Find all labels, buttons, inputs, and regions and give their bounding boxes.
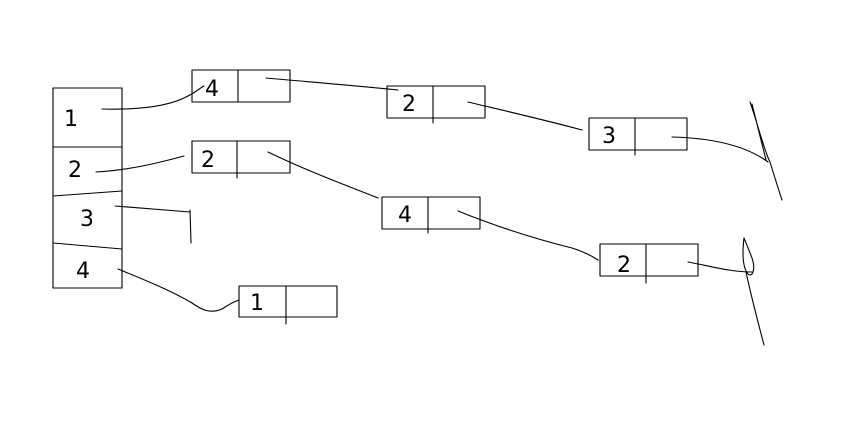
list-node-box (191, 69, 291, 103)
bucket-label-4: 4 (76, 259, 90, 284)
list-node-box (191, 140, 291, 174)
list-node: 4 (191, 69, 291, 103)
list-node-box (386, 85, 486, 119)
null-terminator-3-icon (189, 209, 192, 244)
pointer-link-node2-to-node4 (267, 151, 379, 199)
list-node-value: 4 (205, 77, 219, 102)
list-node-value: 1 (250, 291, 264, 316)
bucket-array: 1 2 3 4 (52, 87, 123, 289)
pointer-link-bucket3-to-null (114, 205, 191, 213)
list-node-box (381, 196, 481, 230)
list-node-box (238, 285, 338, 318)
list-node: 2 (599, 243, 699, 284)
null-terminator-2-icon (742, 237, 765, 346)
list-node: 2 (191, 140, 291, 179)
list-node: 3 (588, 117, 688, 156)
list-node-value: 2 (402, 92, 416, 117)
pointer-link-node2-to-node3 (467, 101, 583, 131)
bucket-label-1: 1 (64, 107, 78, 132)
list-node-value: 2 (617, 253, 631, 278)
bucket-divider-2 (52, 190, 123, 197)
pointer-link-bucket2-to-node2 (95, 155, 185, 173)
list-node: 2 (386, 85, 486, 124)
list-node-value: 3 (602, 124, 616, 149)
list-node-value: 2 (201, 148, 215, 173)
null-terminator-1-icon (749, 101, 783, 201)
list-node: 4 (381, 196, 481, 234)
pointer-link-node4-to-node2b (457, 210, 599, 261)
pointer-link-bucket4-to-node1 (117, 268, 240, 312)
bucket-divider-3 (52, 242, 123, 250)
pointer-link-node4-to-node2 (265, 77, 399, 91)
pointer-link-node3-to-null (671, 136, 769, 163)
list-node-value: 4 (398, 203, 412, 228)
pointer-link-bucket1-to-node4 (101, 85, 205, 110)
list-node-box (588, 117, 688, 151)
list-node-box (599, 243, 699, 277)
bucket-label-3: 3 (80, 207, 94, 232)
list-node: 1 (238, 285, 338, 325)
bucket-label-2: 2 (68, 158, 82, 183)
bucket-array-outline (52, 87, 123, 289)
